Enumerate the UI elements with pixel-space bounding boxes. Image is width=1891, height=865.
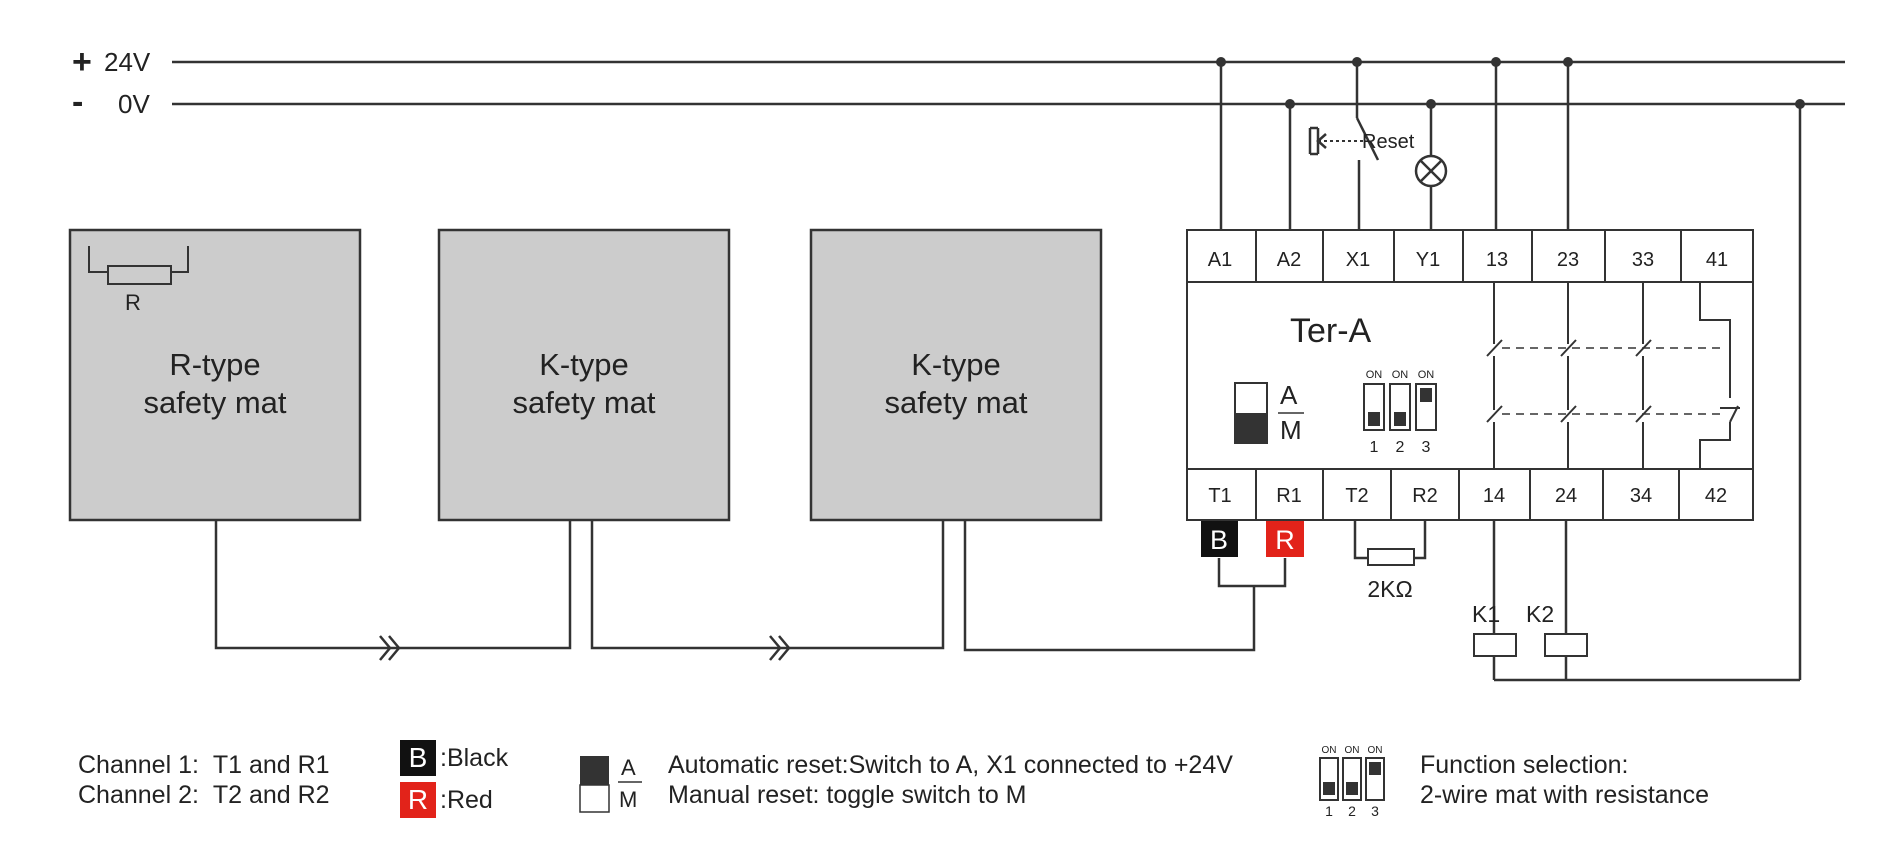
legend-wire-colors: B:Black R:Red [400,740,508,818]
terminal-a2: A2 [1277,249,1301,271]
svg-text:1: 1 [1370,439,1379,456]
terminal-y1: Y1 [1416,249,1440,271]
terminal-33: 33 [1632,249,1654,271]
legend-reset: Automatic reset:Switch to A, X1 connecte… [668,750,1233,810]
legend-function: Function selection: 2-wire mat with resi… [1420,750,1709,810]
mat-1-line2: safety mat [144,385,287,420]
mat-1-resistor-label: R [125,290,141,315]
terminal-41: 41 [1706,249,1728,271]
svg-text:2: 2 [1396,439,1405,456]
legend-red-tag: R [400,782,436,818]
channel2-name: Channel 2: [78,781,199,809]
svg-text:R: R [1275,525,1295,555]
mat-2-line2: safety mat [513,385,656,420]
tag-black [1201,521,1238,557]
legend-function-title: Function selection: [1420,751,1629,779]
mode-switch-m: M [1280,415,1302,445]
channel1-name: Channel 1: [78,751,199,779]
rail-24v-label: 24V [104,47,151,77]
reset-label: Reset [1362,131,1415,153]
svg-text:3: 3 [1422,439,1431,456]
terminal-a1: A1 [1208,249,1232,271]
svg-text:ON: ON [1418,369,1435,381]
terminal-23: 23 [1557,249,1579,271]
mat-1 [68,228,362,522]
svg-text:ON: ON [1392,369,1409,381]
legend-manual-reset: Manual reset: toggle switch to M [668,781,1027,809]
svg-text:ON: ON [1322,745,1337,756]
legend-function-value: 2-wire mat with resistance [1420,781,1709,809]
legend-auto-reset: Automatic reset:Switch to A, X1 connecte… [668,751,1233,779]
coil-k2 [1544,633,1588,657]
svg-text:B: B [1210,525,1228,555]
mat-2-line1: K-type [539,347,629,382]
svg-text:1: 1 [1325,803,1333,819]
tag-red [1266,521,1304,557]
mat-2 [437,228,731,522]
svg-text:A: A [621,755,636,780]
coil-k2-label: K2 [1526,601,1554,627]
legend-black-tag: B [400,740,436,776]
terminal-42: 42 [1705,485,1727,507]
coil-k1-label: K1 [1472,601,1500,627]
terminal-14: 14 [1483,485,1505,507]
terminal-24: 24 [1555,485,1577,507]
channel2-value: T2 and R2 [212,781,330,809]
legend-channels: Channel 1: T1 and R1 Channel 2: T2 and R… [78,750,330,810]
svg-text:M: M [619,787,637,812]
mode-switch-a: A [1280,380,1298,410]
legend-black-text: :Black [440,744,509,772]
svg-text:2: 2 [1348,803,1356,819]
legend-red-text: :Red [440,786,493,814]
resistor-value: 2KΩ [1367,576,1412,602]
coil-k1 [1473,633,1517,657]
svg-text:ON: ON [1368,745,1383,756]
terminal-t2: T2 [1345,485,1368,507]
mat-3 [809,228,1103,522]
svg-text:ON: ON [1366,369,1383,381]
svg-text:3: 3 [1371,803,1379,819]
mat-1-line1: R-type [169,347,260,382]
relay-body [1186,229,1754,521]
rail-24v-sign: + [72,43,92,81]
terminal-t1: T1 [1208,485,1231,507]
mat-3-line1: K-type [911,347,1001,382]
terminal-r2: R2 [1412,485,1438,507]
relay-model: Ter-A [1290,312,1372,350]
terminal-x1: X1 [1346,249,1370,271]
terminal-r1: R1 [1276,485,1302,507]
terminal-34: 34 [1630,485,1652,507]
rail-0v-label: 0V [118,89,150,119]
channel1-value: T1 and R1 [212,751,330,779]
svg-text:ON: ON [1345,745,1360,756]
terminal-13: 13 [1486,249,1508,271]
rail-0v-sign: - [72,83,83,121]
mat-3-line2: safety mat [885,385,1028,420]
